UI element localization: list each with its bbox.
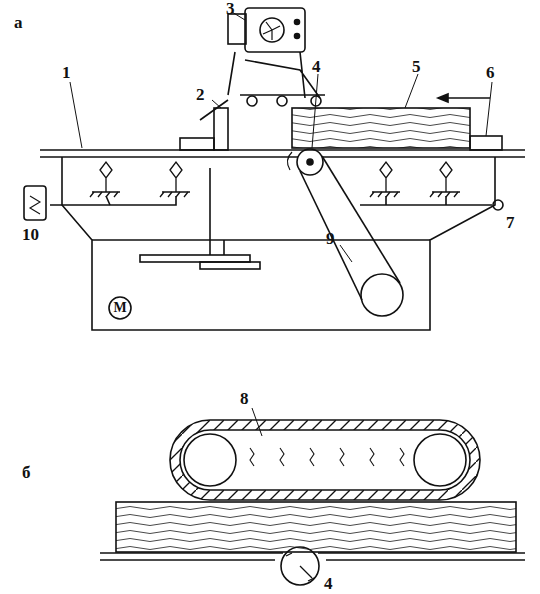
callout-number: 7 bbox=[506, 214, 515, 231]
callout-number: 4 bbox=[312, 58, 321, 75]
callout-number: 8 bbox=[240, 390, 249, 407]
callout-number: б bbox=[22, 464, 31, 481]
callout-number: 6 bbox=[486, 64, 495, 81]
callout-number: 5 bbox=[412, 58, 421, 75]
callout-number: а bbox=[14, 14, 23, 31]
motor-symbol-letter: M bbox=[113, 301, 126, 315]
callout-number: 1 bbox=[62, 64, 71, 81]
callout-number: 10 bbox=[22, 226, 39, 243]
callout-number: 4 bbox=[324, 575, 333, 592]
callout-number: 9 bbox=[326, 230, 335, 247]
callout-number: 3 bbox=[226, 0, 235, 17]
callout-number: 2 bbox=[196, 86, 205, 103]
